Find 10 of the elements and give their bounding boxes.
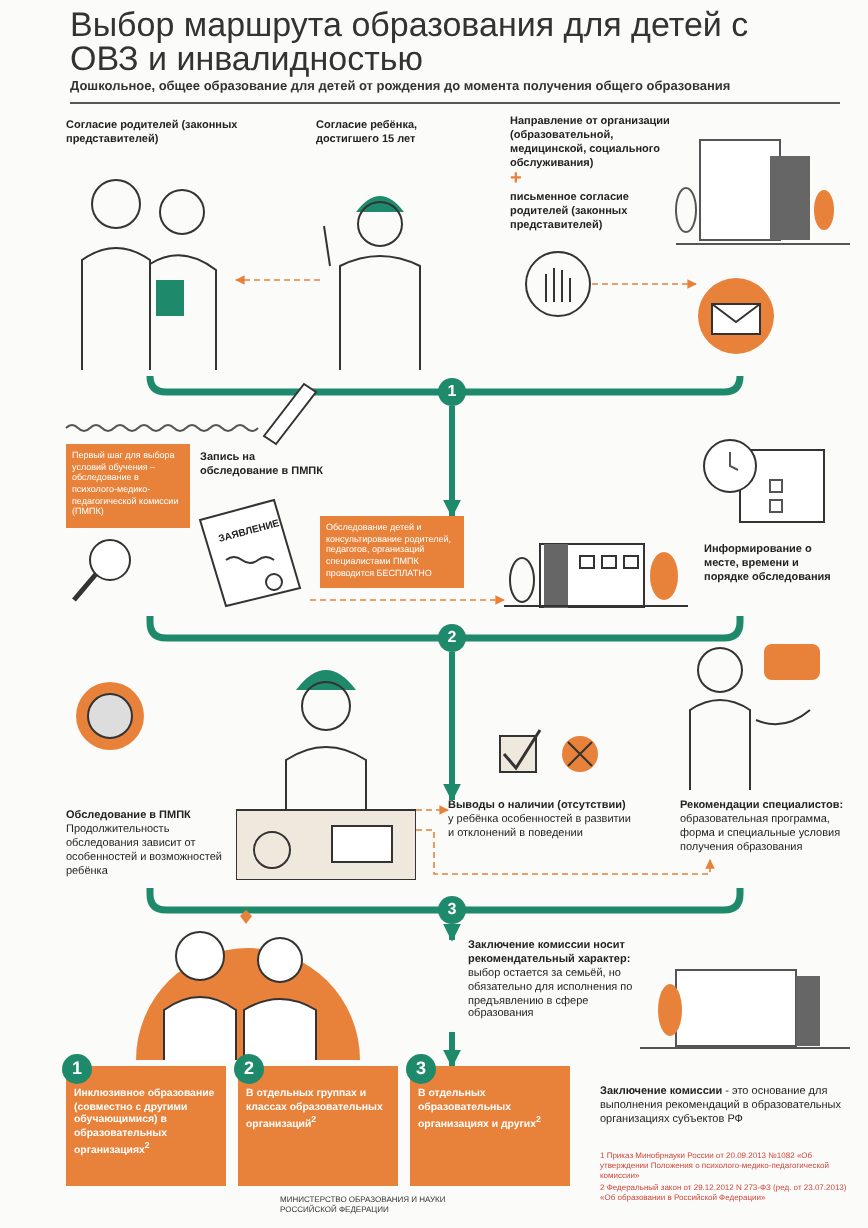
number-badge: 2 [234,1054,264,1084]
title: Выбор маршрута образования для детей с ОВЗ и инвалидностью [70,8,751,76]
step-number-circle: 3 [438,896,466,924]
number-badge: 3 [406,1054,436,1084]
raised-hand-icon [524,250,592,318]
plus-sign: + [510,170,522,190]
step-number-circle: 1 [438,378,466,406]
envelope-icon [696,276,776,356]
number-badge: 1 [62,1054,92,1084]
step-number-circle: 2 [438,624,466,652]
